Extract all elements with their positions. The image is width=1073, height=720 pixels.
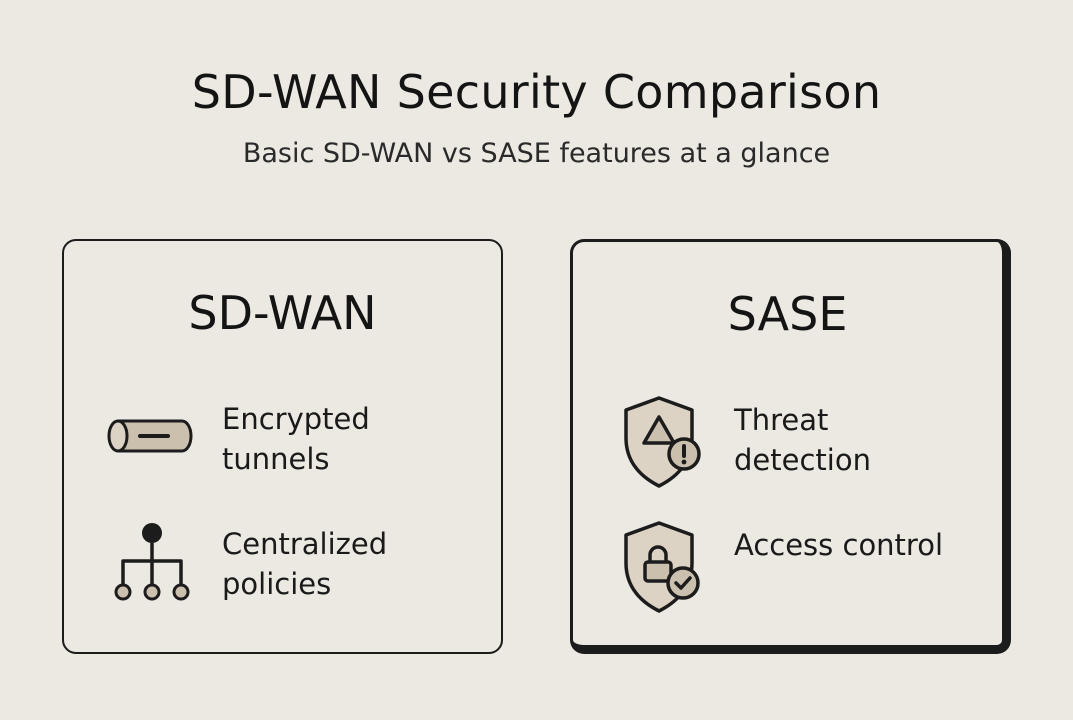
shield-lock-check-icon (624, 521, 700, 613)
feature-threat-detection: Threat detection (573, 392, 1002, 492)
feature-label: Access control (734, 528, 944, 562)
network-hierarchy-icon (114, 523, 190, 601)
feature-label: Threat detection (734, 403, 871, 477)
page-title: SD-WAN Security Comparison (191, 65, 882, 119)
sdwan-card-title: SD-WAN (188, 286, 377, 340)
shield-warning-icon (624, 396, 701, 488)
feature-label: Encrypted tunnels (222, 402, 370, 476)
feature-encrypted-tunnels: Encrypted tunnels (64, 391, 501, 491)
page-subtitle: Basic SD-WAN vs SASE features at a glanc… (242, 138, 831, 169)
feature-access-control: Access control (573, 517, 1002, 617)
feature-label: Centralized policies (222, 527, 388, 601)
sase-card-title: SASE (727, 287, 848, 341)
tunnel-icon (107, 419, 193, 453)
feature-centralized-policies: Centralized policies (64, 516, 501, 616)
sase-card: SASE Threat detection Access control (570, 239, 1011, 654)
sdwan-card: SD-WAN Encrypted tunnels Centralized pol… (62, 239, 503, 654)
